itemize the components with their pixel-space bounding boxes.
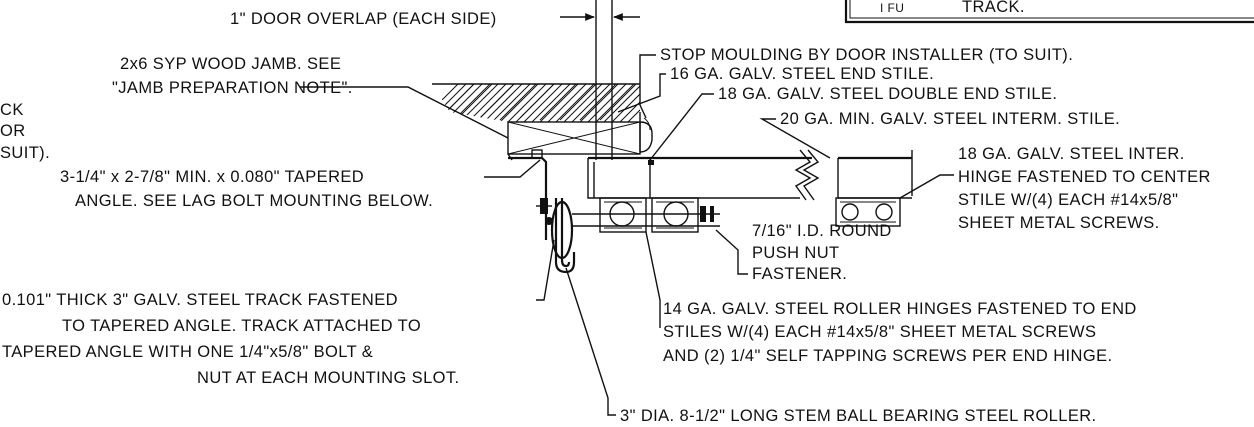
door-overlap-dimension bbox=[560, 0, 640, 160]
inter-hinge-line2: HINGE FASTENED TO CENTER bbox=[958, 168, 1211, 186]
stop-moulding bbox=[639, 112, 653, 153]
partial-left-text: CK OR SUIT). bbox=[0, 101, 50, 162]
inter-hinge-line3: STILE W/(4) EACH #14x5/8" bbox=[958, 191, 1178, 209]
stem-roller bbox=[545, 200, 720, 260]
steel-track bbox=[536, 198, 576, 274]
partial-left-3: SUIT). bbox=[0, 144, 50, 162]
tapered-angle bbox=[507, 149, 548, 240]
track-label-line4: NUT AT EACH MOUNTING SLOT. bbox=[197, 369, 460, 387]
partial-left-1: CK bbox=[0, 101, 24, 119]
roller-hinge-line2: STILES W/(4) EACH #14x5/8" SHEET METAL S… bbox=[663, 323, 1096, 341]
stem-roller-label: 3" DIA. 8-1/2" LONG STEM BALL BEARING ST… bbox=[620, 407, 1097, 425]
partial-left-2: OR bbox=[0, 122, 26, 140]
roller-hinge-line3: AND (2) 1/4" SELF TAPPING SCREWS PER END… bbox=[663, 347, 1112, 365]
double-end-stile-label: 18 GA. GALV. STEEL DOUBLE END STILE. bbox=[718, 85, 1057, 103]
push-nut-line2: PUSH NUT bbox=[752, 244, 840, 262]
track-label-line3: TAPERED ANGLE WITH ONE 1/4"x5/8" BOLT & bbox=[2, 343, 373, 361]
end-stile-label: 16 GA. GALV. STEEL END STILE. bbox=[670, 65, 934, 83]
push-nut-line1: 7/16" I.D. ROUND bbox=[752, 222, 892, 240]
jamb-label-line2: "JAMB PREPARATION NOTE". bbox=[112, 79, 353, 97]
interm-stile-label: 20 GA. MIN. GALV. STEEL INTERM. STILE. bbox=[780, 110, 1120, 128]
door-section bbox=[587, 149, 913, 201]
roller-hinges bbox=[599, 197, 901, 233]
box-fragment-left: I FU bbox=[880, 1, 904, 15]
box-fragment-right: TRACK. bbox=[962, 0, 1025, 16]
jamb-label-line1: 2x6 SYP WOOD JAMB. SEE bbox=[120, 55, 341, 73]
wood-jamb bbox=[507, 121, 641, 155]
track-label-line1: 0.101" THICK 3" GALV. STEEL TRACK FASTEN… bbox=[2, 291, 398, 309]
track-label-line2: TO TAPERED ANGLE. TRACK ATTACHED TO bbox=[62, 317, 421, 335]
door-overlap-label: 1" DOOR OVERLAP (EACH SIDE) bbox=[230, 10, 497, 28]
stop-moulding-label: STOP MOULDING BY DOOR INSTALLER (TO SUIT… bbox=[660, 46, 1073, 64]
push-nut-line3: FASTENER. bbox=[752, 265, 847, 283]
leader-lines bbox=[300, 54, 954, 416]
angle-label-line1: 3-1/4" x 2-7/8" MIN. x 0.080" TAPERED bbox=[60, 168, 364, 186]
inter-hinge-line4: SHEET METAL SCREWS. bbox=[958, 214, 1160, 232]
angle-label-line2: ANGLE. SEE LAG BOLT MOUNTING BELOW. bbox=[75, 192, 433, 210]
inter-hinge-line1: 18 GA. GALV. STEEL INTER. bbox=[958, 145, 1185, 163]
title-box-fragment: I FU TRACK. bbox=[844, 0, 1254, 24]
roller-hinge-line1: 14 GA. GALV. STEEL ROLLER HINGES FASTENE… bbox=[663, 300, 1137, 318]
